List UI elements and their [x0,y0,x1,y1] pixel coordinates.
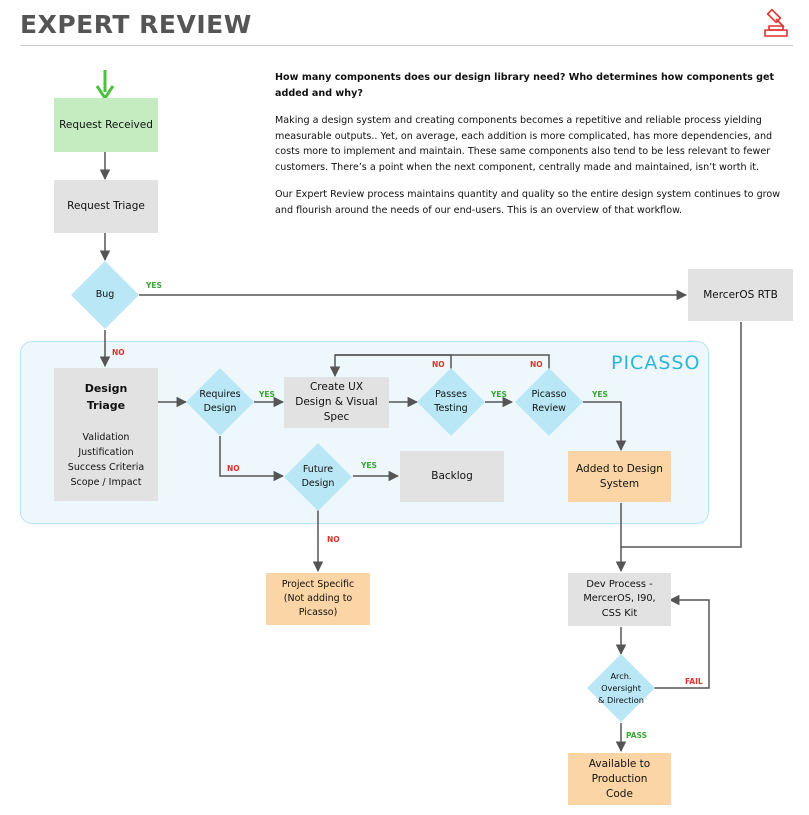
node-project-specific: Project Specific (Not adding to Picasso) [266,573,370,625]
edge-label-pass: PASS [626,731,648,740]
node-request-triage: Request Triage [54,180,158,233]
design-triage-item: Justification [78,446,134,458]
node-bug: Bug [71,261,139,329]
edge-label-no: NO [432,360,445,369]
design-triage-title: Design Triage [84,381,128,412]
gavel-icon [764,8,788,37]
node-backlog: Backlog [400,451,504,502]
edge-label-fail: FAIL [685,677,703,686]
node-bug-label: Bug [95,289,115,300]
node-dev-process-label: Dev Process - MercerOS, I90, CSS Kit [583,578,656,619]
node-available-prod: Available to Production Code [568,753,671,805]
node-requires-design-label: Requires Design [199,389,241,414]
design-triage-item: Validation [82,431,130,443]
intro-paragraph-1: Making a design system and creating comp… [275,115,773,173]
intro-paragraph-2: Our Expert Review process maintains quan… [275,189,781,216]
node-picasso-review-label: Picasso Review [531,389,567,414]
edge-label-yes: YES [259,390,275,399]
node-mercer-rtb: MercerOS RTB [688,269,793,321]
node-added-label: Added to Design System [576,462,663,490]
node-design-triage: Design Triage Validation Justification S… [54,368,158,501]
node-available-prod-label: Available to Production Code [588,757,651,800]
node-added-to-design-system: Added to Design System [568,451,671,502]
title-divider [20,45,793,46]
node-future-design: Future Design [284,443,352,511]
edge-label-no: NO [530,360,543,369]
design-triage-item: Success Criteria [67,461,145,473]
page-title: EXPERT REVIEW [20,10,252,39]
design-triage-item: Scope / Impact [70,476,142,488]
node-create-ux-label: Create UX Design & Visual Spec [295,381,378,423]
edge-label-no: NO [227,464,240,473]
node-passes-testing-label: Passes Testing [434,389,468,414]
picasso-logo: PICASSO [611,352,701,374]
node-requires-design: Requires Design [186,368,254,436]
edge-label-yes: YES [491,390,507,399]
node-future-design-label: Future Design [301,464,335,489]
node-arch-oversight-label: Arch. Oversight & Direction [598,671,644,705]
node-picasso-review: Picasso Review [515,368,583,436]
node-request-received: Request Received [54,98,158,152]
edge-label-no: NO [327,535,340,544]
edge-label-yes: YES [146,281,162,290]
intro-text: How many components does our design libr… [275,70,790,230]
node-arch-oversight: Arch. Oversight & Direction [587,654,655,722]
edge-label-yes: YES [592,390,608,399]
node-dev-process: Dev Process - MercerOS, I90, CSS Kit [568,573,671,626]
intro-question: How many components does our design libr… [275,72,775,99]
node-passes-testing: Passes Testing [417,368,485,436]
node-create-ux: Create UX Design & Visual Spec [284,377,389,428]
edge-label-no: NO [112,348,125,357]
edge-label-yes: YES [361,461,377,470]
node-project-specific-label: Project Specific (Not adding to Picasso) [281,579,355,618]
